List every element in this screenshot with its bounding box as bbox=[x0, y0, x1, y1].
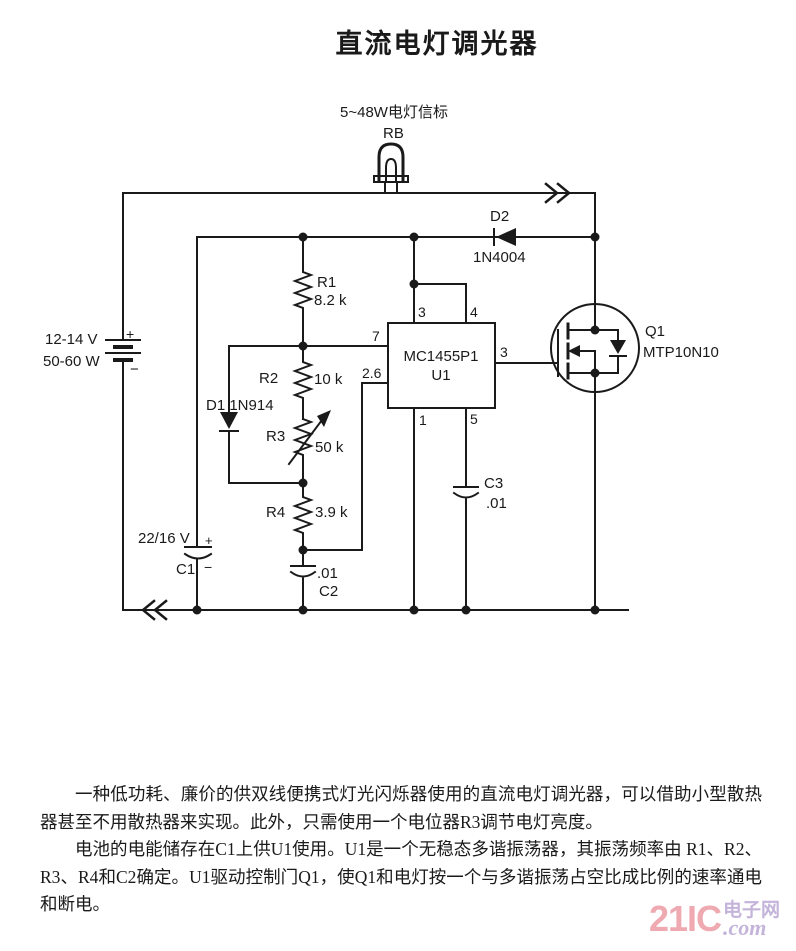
wire-pin4 bbox=[413, 283, 467, 324]
circuit-schematic: 5~48W电灯信标 RB D2 1N4004 R1 8.2 k 12-14 V … bbox=[43, 104, 719, 621]
page-title: 直流电灯调光器 bbox=[335, 29, 539, 59]
c1-plus-label: + bbox=[205, 533, 213, 548]
resistor-r3 bbox=[292, 417, 314, 484]
capacitor-c1 bbox=[183, 546, 213, 560]
ic-body bbox=[387, 322, 496, 409]
battery-plate-short bbox=[113, 345, 133, 362]
q1-ref-label: Q1 bbox=[645, 323, 665, 340]
r1-value-label: 8.2 k bbox=[314, 292, 347, 309]
resistor-r1 bbox=[292, 236, 314, 347]
battery-voltage-label: 12-14 V bbox=[45, 331, 98, 348]
lamp-symbol bbox=[377, 142, 405, 183]
junction-dot bbox=[409, 279, 419, 289]
mosfet-source-conn bbox=[567, 350, 596, 374]
ic-pin7-label: 7 bbox=[372, 328, 380, 344]
junction-dot bbox=[590, 325, 600, 335]
junction-dot bbox=[298, 545, 308, 555]
junction-dot bbox=[298, 232, 308, 242]
c2-ref-label: C2 bbox=[319, 583, 338, 600]
r4-ref-label: R4 bbox=[266, 504, 285, 521]
watermark-brand: 21IC bbox=[649, 898, 722, 939]
junction-dot bbox=[461, 605, 471, 615]
q1-part-label: MTP10N10 bbox=[643, 344, 719, 361]
wire-pin26 bbox=[302, 382, 389, 551]
d2-part-label: 1N4004 bbox=[473, 249, 526, 266]
lamp-base bbox=[373, 175, 409, 183]
junction-dot bbox=[298, 605, 308, 615]
ic-pin5-label: 5 bbox=[470, 411, 478, 427]
c1-ref-label: C1 bbox=[176, 561, 195, 578]
d1-label: D1 1N914 bbox=[206, 397, 274, 414]
ic-part-label: MC1455P1 bbox=[403, 348, 478, 365]
r1-ref-label: R1 bbox=[317, 274, 336, 291]
diode-d1 bbox=[220, 412, 238, 429]
junction-dot bbox=[590, 605, 600, 615]
lamp-ref-label: RB bbox=[383, 125, 404, 142]
lamp-leads bbox=[384, 181, 398, 194]
c3-value-label: .01 bbox=[486, 495, 507, 512]
ic-pin3-top-label: 3 bbox=[418, 304, 426, 320]
d2-ref-label: D2 bbox=[490, 208, 509, 225]
resistor-r4 bbox=[292, 482, 314, 551]
diode-d2 bbox=[496, 228, 516, 246]
watermark-domain: .com bbox=[723, 915, 767, 940]
arrow-right-icon bbox=[544, 182, 571, 204]
mosfet-body-diode-wire bbox=[594, 329, 619, 374]
c3-ref-label: C3 bbox=[484, 475, 503, 492]
ic-pin3-right-label: 3 bbox=[500, 344, 508, 360]
battery-minus-label: − bbox=[130, 361, 139, 378]
lamp-power-label: 5~48W电灯信标 bbox=[340, 104, 448, 121]
r4-value-label: 3.9 k bbox=[315, 504, 348, 521]
ic-pin26-label: 2.6 bbox=[362, 365, 382, 381]
mosfet-body-diode bbox=[610, 340, 626, 354]
watermark: 21IC 电子网 .com bbox=[649, 898, 781, 940]
junction-dot bbox=[409, 605, 419, 615]
description-text: 一种低功耗、廉价的供双线便携式灯光闪烁器使用的直流电灯调光器，可以借助小型散热器… bbox=[40, 781, 762, 919]
junction-dot bbox=[298, 478, 308, 488]
junction-dot bbox=[409, 232, 419, 242]
watermark-column: 电子网 .com bbox=[723, 900, 781, 940]
resistor-r2 bbox=[292, 345, 314, 420]
ic-pin4-label: 4 bbox=[470, 304, 478, 320]
description-paragraph-2: 电池的电能储存在C1上供U1使用。U1是一个无稳态多谐振荡器，其振荡频率由 R1… bbox=[40, 839, 762, 914]
junction-dot bbox=[590, 232, 600, 242]
description-paragraph-1: 一种低功耗、廉价的供双线便携式灯光闪烁器使用的直流电灯调光器，可以借助小型散热器… bbox=[40, 784, 762, 832]
capacitor-c2 bbox=[289, 549, 317, 611]
watermark-site-name: 电子网 bbox=[723, 900, 781, 921]
battery-plus-label: + bbox=[126, 326, 134, 342]
r3-ref-label: R3 bbox=[266, 428, 285, 445]
r3-value-label: 50 k bbox=[315, 439, 344, 456]
junction-dot bbox=[590, 368, 600, 378]
wire-pin5-c3 bbox=[452, 407, 480, 611]
potentiometer-arrow bbox=[287, 418, 324, 466]
c2-value-label: .01 bbox=[317, 565, 338, 582]
ic-pin1-label: 1 bbox=[419, 412, 427, 428]
c1-voltage-label: 22/16 V bbox=[138, 530, 190, 547]
lamp-filament bbox=[385, 157, 397, 183]
junction-dot bbox=[192, 605, 202, 615]
arrow-left-icon bbox=[141, 599, 168, 621]
wire-d1-branch bbox=[228, 345, 304, 484]
ic-ref-label: U1 bbox=[431, 367, 450, 384]
c1-minus-label: − bbox=[204, 559, 212, 575]
mosfet-arrowhead bbox=[568, 345, 580, 357]
r2-value-label: 10 k bbox=[314, 371, 343, 388]
potentiometer-arrowhead bbox=[317, 410, 331, 427]
battery-power-label: 50-60 W bbox=[43, 353, 101, 370]
r2-ref-label: R2 bbox=[259, 370, 278, 387]
junction-dot bbox=[298, 341, 308, 351]
battery-plate-long bbox=[105, 339, 141, 354]
